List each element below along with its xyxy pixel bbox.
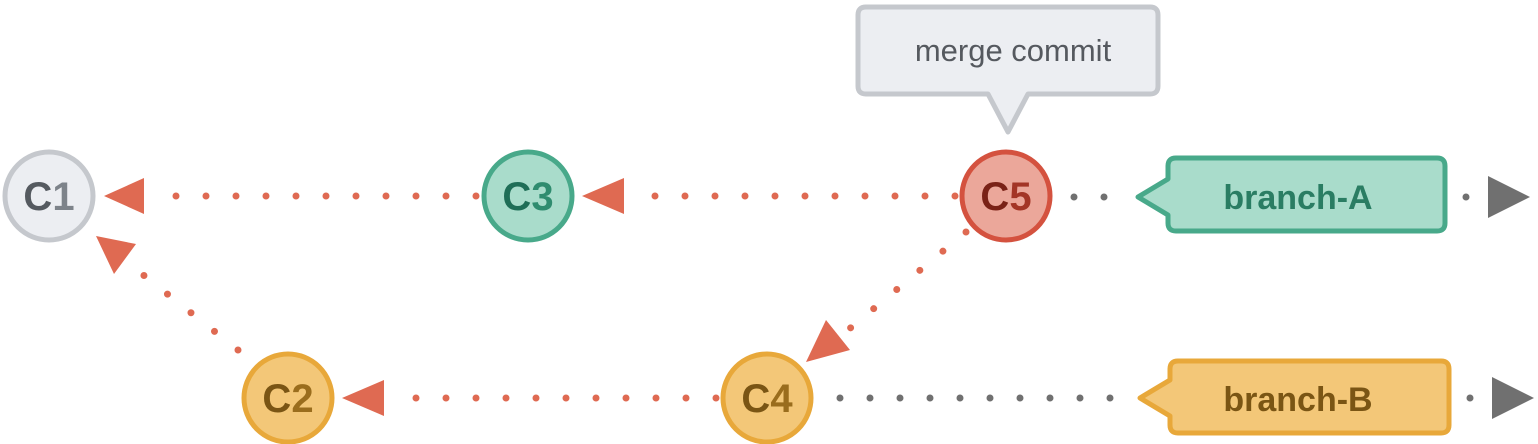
parent-links	[128, 192, 970, 402]
merge-commit-callout: merge commit	[855, 4, 1161, 135]
commit-c2-label: C2	[262, 377, 313, 421]
link-c2-to-c1	[128, 262, 242, 354]
commit-c3-label: C3	[502, 175, 553, 219]
arrowhead-to-c1-from-c3	[104, 178, 144, 214]
commit-c2-circle	[241, 351, 335, 444]
arrowhead-to-c2	[342, 380, 384, 416]
commit-c5: C5	[959, 149, 1053, 243]
commit-c1-circle	[2, 149, 96, 243]
branch-b-tag	[1137, 358, 1452, 436]
commit-c5-label: C5	[980, 175, 1031, 219]
commit-c3: C3	[481, 149, 575, 243]
branch-a-label: branch-A	[1223, 179, 1372, 217]
commit-c2: C2	[241, 351, 335, 444]
callout-text: merge commit	[915, 33, 1112, 68]
arrowhead-to-c3	[582, 178, 624, 214]
branch-arrowheads	[1488, 176, 1534, 419]
arrowhead-to-c1-from-c2	[96, 236, 136, 274]
commit-c3-circle	[481, 149, 575, 243]
commit-c5-circle	[959, 149, 1053, 243]
branch-a-tag	[1135, 155, 1448, 234]
branch-label-b: branch-B	[1137, 358, 1452, 436]
commit-c1: C1	[2, 149, 96, 243]
branch-b-label: branch-B	[1223, 381, 1372, 419]
branch-label-a: branch-A	[1135, 155, 1448, 234]
parent-arrowheads	[96, 178, 850, 416]
branch-b-continue-arrow-icon	[1492, 377, 1534, 419]
commit-c4-label: C4	[741, 377, 793, 421]
branch-a-continue-arrow-icon	[1488, 176, 1530, 218]
callout-bubble	[855, 4, 1161, 135]
commit-c4: C4	[720, 351, 814, 444]
branch-lines	[836, 193, 1478, 402]
commit-c1-label: C1	[23, 175, 74, 219]
link-c5-to-c4	[844, 228, 970, 334]
commit-c4-circle	[720, 351, 814, 444]
arrowhead-to-c4	[806, 320, 850, 362]
